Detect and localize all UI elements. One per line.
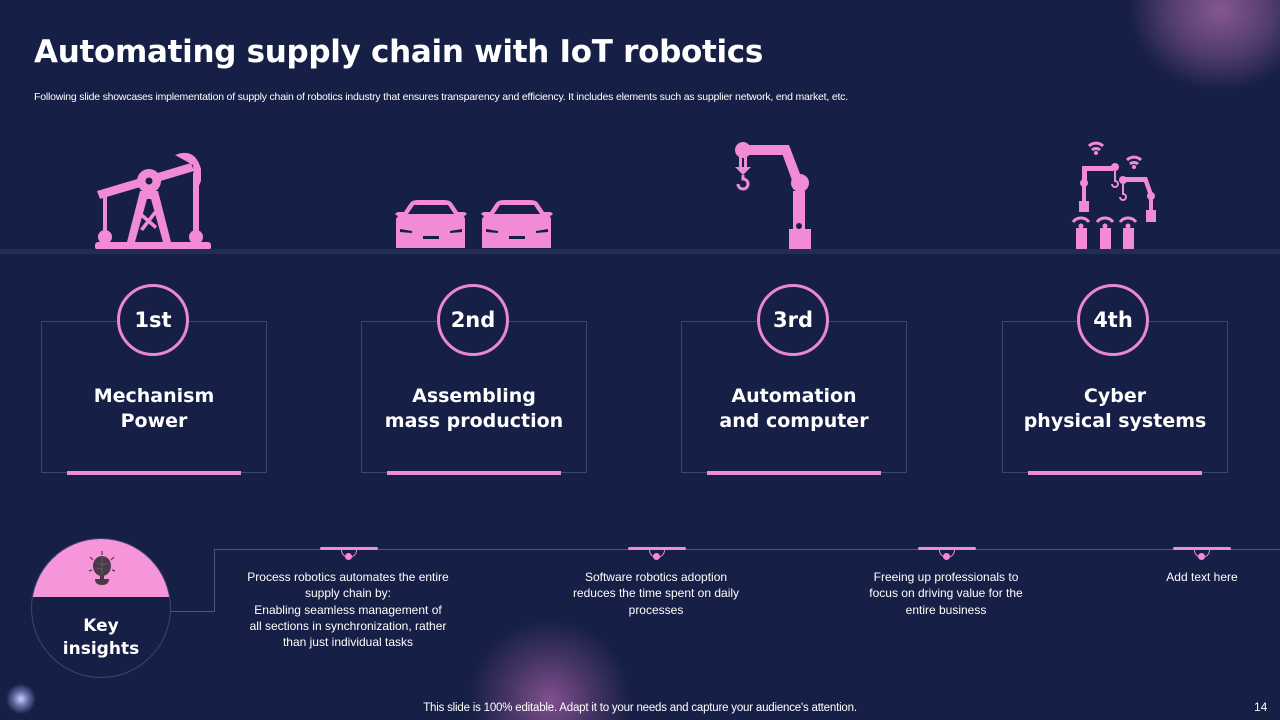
key-insights-circle: Key insights: [31, 538, 171, 678]
insight-line: supply chain by:: [304, 586, 392, 601]
insight-line: processes: [628, 602, 684, 617]
stage-label-line2: mass production: [384, 410, 564, 432]
insight-line: reduces the time spent on daily: [572, 586, 740, 601]
insight-line: Software robotics adoption: [584, 570, 728, 584]
insight-text-1: Process robotics automates the entire su…: [228, 569, 468, 650]
stage-accent-bar: [387, 471, 561, 475]
insight-pin-1: [320, 547, 378, 561]
key-insights-icon-area: [32, 539, 170, 597]
page-number: 14: [1254, 700, 1268, 714]
stage-badge-2: 2nd: [437, 284, 509, 356]
insights-timeline-line: [214, 549, 1280, 550]
insight-pin-2: [628, 547, 686, 561]
stage-accent-bar: [1028, 471, 1202, 475]
stage-label-line1: Mechanism: [93, 385, 215, 407]
stage-label: Cyber physical systems: [1003, 384, 1227, 434]
decorative-glow-top-right: [1130, 0, 1280, 90]
insight-line: Freeing up professionals to: [873, 570, 1019, 584]
oil-pump-icon: [95, 152, 211, 250]
insight-line: focus on driving value for the: [869, 586, 1023, 601]
key-insights-label: Key insights: [32, 615, 170, 661]
slide-title: Automating supply chain with IoT robotic…: [34, 34, 764, 70]
key-insights-label-line2: insights: [62, 639, 140, 659]
ground-line: [0, 249, 1280, 254]
stage-label: Assembling mass production: [362, 384, 586, 434]
insight-line: than just individual tasks: [282, 635, 414, 650]
insight-line: Process robotics automates the entire: [247, 570, 449, 584]
insight-line: Enabling seamless management of: [254, 602, 442, 617]
stage-card-1: Mechanism Power: [41, 321, 267, 475]
stage-label-line1: Cyber: [1083, 385, 1147, 407]
robotic-arm-icon: [735, 142, 811, 249]
slide-subtitle: Following slide showcases implementation…: [34, 91, 848, 103]
stage-card-4: Cyber physical systems: [1002, 321, 1228, 475]
stage-label-line2: physical systems: [1023, 410, 1207, 432]
insight-text-3: Freeing up professionals to focus on dri…: [826, 569, 1066, 618]
insight-pin-4: [1173, 547, 1231, 561]
stage-label: Automation and computer: [682, 384, 906, 434]
stage-accent-bar: [707, 471, 881, 475]
insight-pin-3: [918, 547, 976, 561]
stage-badge-1: 1st: [117, 284, 189, 356]
stage-label: Mechanism Power: [42, 384, 266, 434]
slide-footer: This slide is 100% editable. Adapt it to…: [423, 702, 857, 714]
cars-icon: [395, 200, 553, 248]
stage-label-line2: Power: [120, 410, 188, 432]
brain-bulb-icon: [88, 551, 116, 585]
stage-label-line1: Automation: [731, 385, 857, 407]
insight-text-4: Add text here: [1082, 569, 1280, 585]
stage-badge-3: 3rd: [757, 284, 829, 356]
connector-line: [171, 611, 215, 612]
stage-label-line2: and computer: [719, 410, 869, 432]
stage-badge-4: 4th: [1077, 284, 1149, 356]
key-insights-label-line1: Key: [83, 616, 119, 636]
insight-text-2: Software robotics adoption reduces the t…: [536, 569, 776, 618]
stage-label-line1: Assembling: [412, 385, 536, 407]
insight-line: Add text here: [1166, 570, 1238, 584]
insight-line: all sections in synchronization, rather: [249, 618, 447, 633]
iot-robot-arms-icon: [1071, 141, 1156, 250]
connector-line: [214, 549, 215, 612]
stage-accent-bar: [67, 471, 241, 475]
insight-line: entire business: [905, 602, 987, 617]
